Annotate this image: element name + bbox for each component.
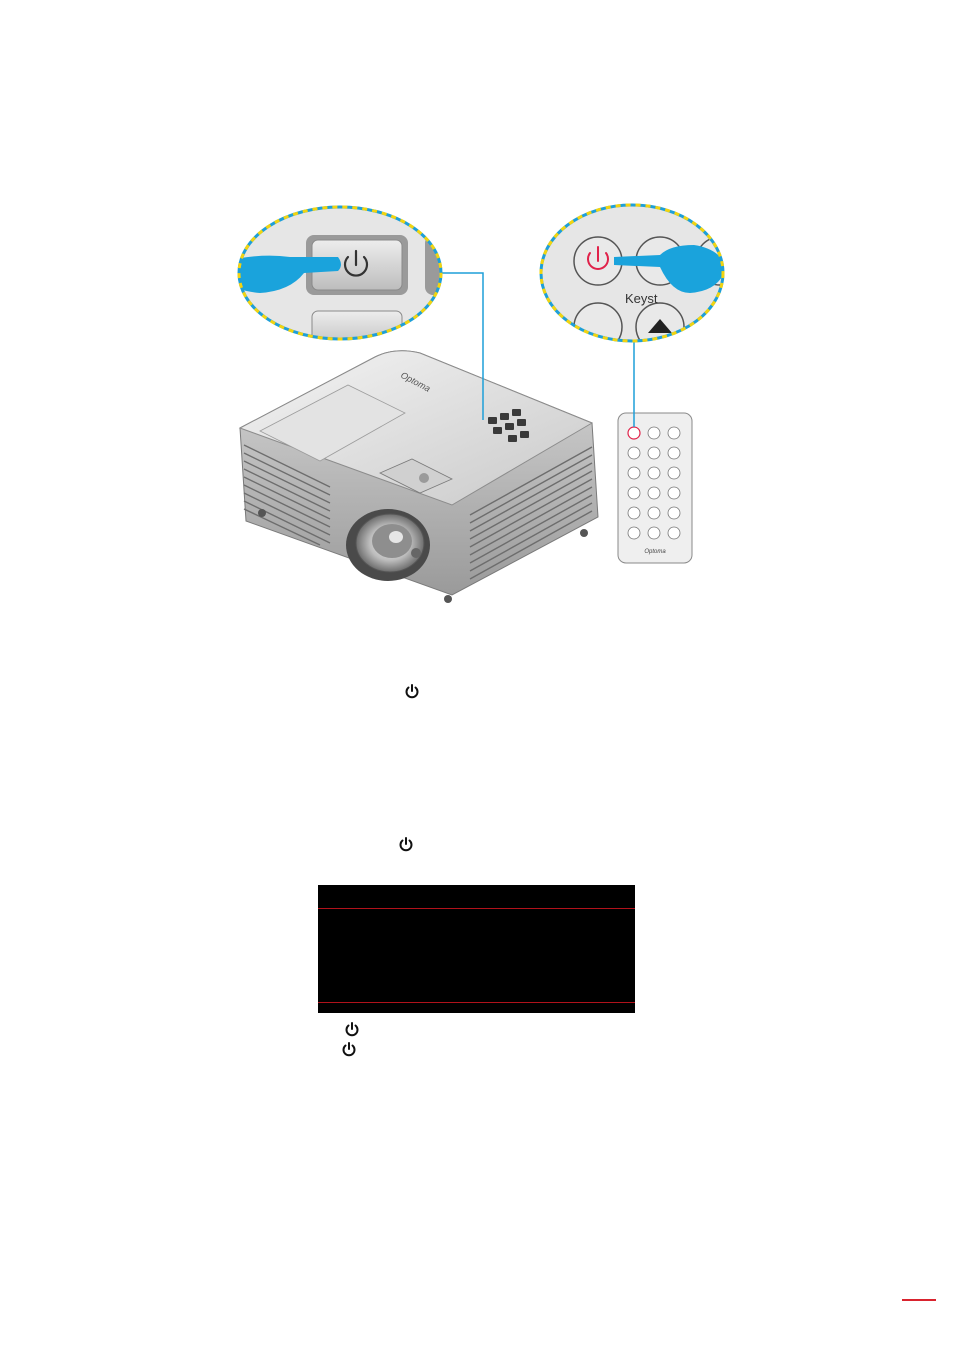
power-icon <box>405 684 419 699</box>
power-icon <box>342 1042 356 1057</box>
projector-callout-line <box>442 272 484 420</box>
power-on-illustration: Optoma Optoma <box>237 203 725 603</box>
page-number-rule <box>902 1299 936 1301</box>
keystone-label: Keyst <box>625 291 658 306</box>
remote-control: Optoma <box>617 412 693 564</box>
projector-keypad-callout <box>237 205 443 341</box>
projector: Optoma <box>238 350 599 603</box>
osd-top-rule <box>318 908 635 909</box>
power-icon <box>399 837 413 852</box>
power-off-osd-message-box <box>318 885 635 1013</box>
osd-bottom-rule <box>318 1002 635 1003</box>
power-icon <box>345 1022 359 1037</box>
remote-brand-logo: Optoma <box>644 549 666 555</box>
remote-power-callout: Keyst <box>539 203 725 343</box>
